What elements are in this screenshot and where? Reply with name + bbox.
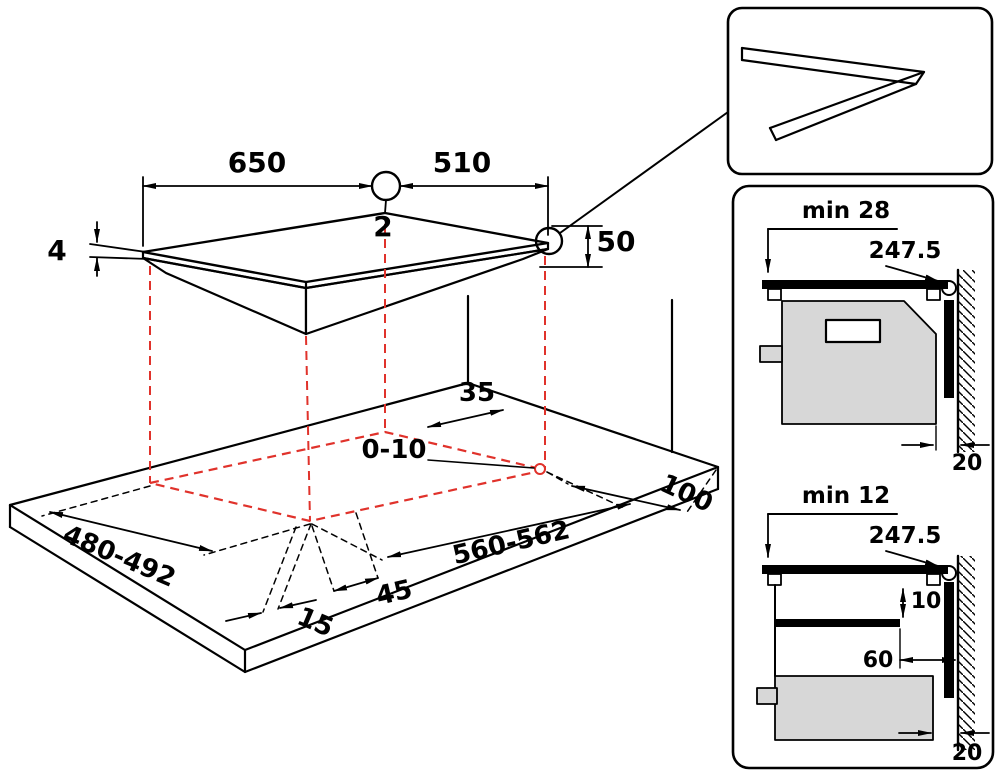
installation-sections-panel: min 28 247.5 20 min 12 247. bbox=[731, 184, 995, 770]
drawer-side-tab bbox=[756, 687, 778, 705]
hob-section-a bbox=[762, 280, 948, 289]
section-oven-below: min 28 247.5 20 bbox=[759, 198, 990, 476]
wall-gap-b-label: 20 bbox=[952, 741, 983, 766]
cable-arrow-a bbox=[885, 265, 939, 282]
dim-4-label: 4 bbox=[47, 234, 66, 267]
wall-hatch-a bbox=[958, 270, 975, 452]
min12-label: min 12 bbox=[802, 483, 890, 509]
overhang-callout-circle bbox=[370, 170, 402, 202]
corner-detail-callout bbox=[726, 6, 994, 176]
clamp-left-a bbox=[767, 288, 782, 301]
shelf-inset-label: 60 bbox=[863, 648, 894, 673]
clamp-left-b bbox=[767, 573, 782, 586]
oven-body bbox=[781, 300, 937, 425]
min28-label: min 28 bbox=[802, 198, 890, 224]
shelf-gap-label: 10 bbox=[911, 589, 942, 614]
cable-arrow-b bbox=[885, 550, 939, 567]
dim-line-480-492 bbox=[49, 511, 213, 552]
hole-leader-line bbox=[427, 459, 535, 469]
cable-height-a-label: 247.5 bbox=[869, 238, 942, 264]
dim-510-label: 510 bbox=[433, 146, 491, 179]
clamp-right-a bbox=[926, 288, 941, 301]
oven-vent bbox=[824, 318, 882, 344]
dim-line-100 bbox=[571, 485, 681, 511]
hob-section-b bbox=[762, 565, 948, 574]
dimensions-main bbox=[41, 111, 729, 622]
dim-15-arrow-left bbox=[225, 612, 262, 622]
detail-box bbox=[726, 6, 994, 176]
dim-50-label: 50 bbox=[597, 225, 636, 258]
projection-front bbox=[305, 335, 311, 522]
section-drawer-below: min 12 247.5 10 60 20 bbox=[756, 483, 990, 766]
rear-spacer-a bbox=[944, 300, 954, 398]
wall-hatch-b bbox=[958, 556, 975, 750]
shelf bbox=[775, 619, 900, 627]
dim-650-label: 650 bbox=[228, 146, 286, 179]
rear-spacer-b bbox=[944, 582, 954, 698]
cutout-projection bbox=[149, 224, 546, 523]
dim-2-label: 2 bbox=[373, 210, 392, 243]
clamp-right-b bbox=[926, 573, 941, 586]
dim-35-label: 35 bbox=[459, 378, 495, 408]
hole-position-marker bbox=[534, 463, 546, 475]
oven-side-tab bbox=[759, 345, 783, 363]
cable-height-b-label: 247.5 bbox=[869, 523, 942, 549]
dim-0-10-label: 0-10 bbox=[361, 435, 426, 465]
dim-line-45 bbox=[333, 577, 379, 592]
corner-callout-circle bbox=[534, 226, 564, 256]
hob-isometric bbox=[141, 211, 550, 336]
wall-gap-a-label: 20 bbox=[952, 451, 983, 476]
dim-line-35 bbox=[427, 409, 504, 428]
dim-line-560-562 bbox=[387, 503, 631, 558]
drawer-body bbox=[774, 675, 934, 741]
dim-15-arrow-right bbox=[279, 599, 317, 609]
detail-leader-line bbox=[559, 111, 729, 234]
